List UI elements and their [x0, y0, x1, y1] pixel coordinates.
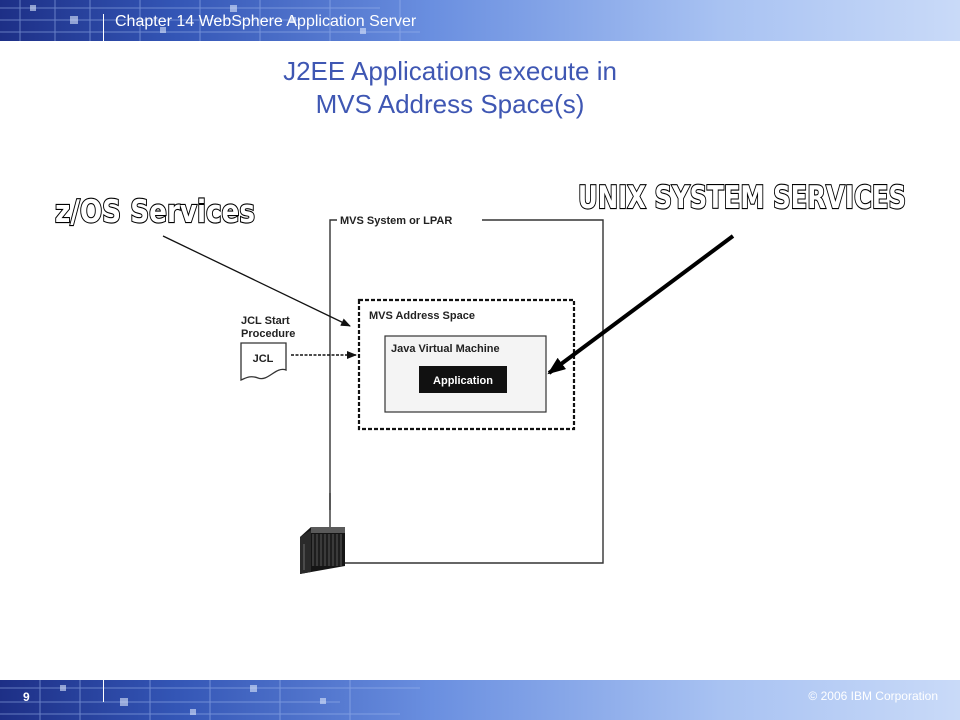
slide-title: J2EE Applications execute in MVS Address… [200, 55, 700, 121]
application-box [419, 366, 507, 393]
slide-title-line-1: J2EE Applications execute in [283, 56, 617, 86]
mainframe-server-icon [300, 527, 345, 574]
copyright: © 2006 IBM Corporation [808, 689, 938, 703]
zos-services-arrow [162, 235, 351, 327]
header-divider [103, 14, 104, 41]
unix-services-callout: UNIX SYSTEM SERVICES [578, 180, 906, 216]
jvm-label: Java Virtual Machine [391, 343, 500, 355]
circuit-texture [0, 0, 420, 41]
address-space-label: MVS Address Space [369, 310, 475, 322]
jcl-label-line-2: Procedure [241, 328, 295, 340]
header-title: Chapter 14 WebSphere Application Server [115, 13, 417, 30]
unix-services-arrow [547, 234, 735, 375]
address-space-box [357, 298, 576, 431]
lpar-label: MVS System or LPAR [340, 215, 452, 227]
footer-band [0, 680, 960, 720]
application-label: Application [433, 375, 493, 387]
lpar-box [329, 219, 604, 564]
slide-title-line-2: MVS Address Space(s) [315, 89, 585, 119]
page-number: 9 [23, 690, 30, 704]
circuit-texture [0, 680, 420, 720]
header-band: Chapter 14 WebSphere Application Server [0, 0, 960, 41]
jcl-document-icon [240, 342, 287, 381]
zos-services-callout: z/OS Services [55, 194, 255, 230]
jcl-doc-label: JCL [253, 353, 274, 365]
jcl-label-line-1: JCL Start [241, 315, 290, 327]
footer-divider [103, 680, 104, 702]
